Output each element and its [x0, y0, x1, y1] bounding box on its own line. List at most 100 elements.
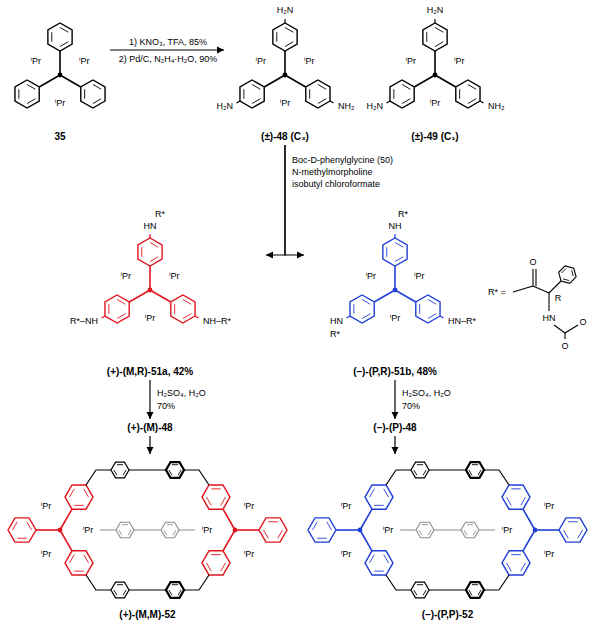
benzene-ring — [166, 582, 184, 598]
aromatic-bond — [243, 89, 244, 99]
aromatic-bond — [169, 590, 172, 595]
butadiyne-chain — [386, 470, 509, 485]
aromatic-bond — [172, 584, 178, 585]
aromatic-bond — [393, 89, 394, 99]
bridge-bond — [414, 75, 435, 87]
aromatic-bond — [27, 522, 32, 530]
aromatic-bond — [285, 27, 293, 32]
benzene-ring — [161, 522, 179, 538]
aromatic-bond — [469, 470, 472, 475]
aromatic-bond — [123, 590, 126, 595]
bridgehead — [358, 528, 363, 533]
aromatic-bond — [402, 84, 410, 89]
aromatic-bond — [395, 257, 403, 262]
aromatic-bond — [395, 242, 403, 247]
aromatic-bond — [472, 464, 478, 465]
bridge-bond — [435, 75, 456, 87]
bridgehead — [393, 288, 398, 293]
aromatic-bond — [459, 89, 460, 99]
bridge-bond — [150, 290, 171, 302]
benzene-ring — [81, 80, 105, 108]
aromatic-bond — [60, 42, 68, 47]
aromatic-bond — [572, 270, 574, 276]
bridge-bond — [535, 529, 559, 531]
compound-label-box: (–)-(P)-48 — [345, 420, 445, 436]
aromatic-bond — [252, 84, 260, 89]
bridge-bond — [285, 75, 306, 87]
aromatic-bond — [164, 530, 167, 535]
benzene-ring — [240, 80, 264, 108]
aromatic-bond — [117, 584, 123, 585]
aromatic-bond — [221, 497, 226, 505]
aromatic-bond — [178, 590, 181, 595]
atom-label: ⁱPr — [55, 98, 66, 108]
aromatic-bond — [69, 555, 74, 563]
bridge-bond — [434, 51, 436, 75]
benzene-ring — [365, 551, 393, 575]
atom-label: ⁱPr — [79, 56, 90, 66]
aromatic-bond — [74, 571, 84, 572]
bridge-bond — [36, 529, 60, 531]
atom-label: R* = — [488, 287, 506, 297]
reagent-text: 2) Pd/C, N₂H₄·H₂O, 90% — [119, 54, 218, 64]
aromatic-bond — [563, 279, 569, 281]
atom-label: HN — [144, 221, 157, 231]
atom-label: O — [561, 341, 568, 351]
aromatic-bond — [278, 530, 283, 538]
benzene-ring — [502, 485, 530, 509]
atom-label: ⁱPr — [145, 313, 156, 323]
substituent-bond — [195, 316, 198, 318]
reaction-arrow — [149, 380, 150, 419]
bridge-bond — [336, 529, 360, 531]
aromatic-bond — [252, 99, 260, 104]
atom-label: ⁱPr — [83, 525, 94, 535]
aromatic-bond — [369, 555, 374, 563]
reagent-text: 1) KNO₃, TFA, 85% — [129, 37, 207, 47]
compound-number: (+)-(M,R)-51a, 42% — [107, 366, 193, 377]
bridgehead — [58, 73, 63, 78]
reagent-text: H₂SO₄, H₂O — [157, 388, 206, 398]
reaction-arrow — [394, 380, 395, 419]
atom-label: R* — [155, 209, 165, 219]
aromatic-bond — [478, 590, 481, 595]
reagent-text: 70% — [402, 401, 420, 411]
aromatic-bond — [422, 524, 428, 525]
benzene-ring — [15, 80, 39, 108]
benzene-ring — [116, 522, 134, 538]
atom-label: ⁱPr — [202, 525, 213, 535]
bridge-bond — [223, 509, 235, 530]
benzene-ring — [416, 295, 440, 323]
aromatic-bond — [419, 530, 422, 535]
atom-label: H₂N — [217, 101, 234, 111]
benzene-ring — [461, 522, 479, 538]
aromatic-bond — [263, 530, 268, 538]
compound-label-box: (±)-48 (C₃) — [225, 5, 345, 145]
aromatic-bond — [578, 530, 583, 538]
atom-label: HN — [543, 313, 556, 323]
aromatic-bond — [84, 555, 89, 563]
atom-label: R* — [398, 209, 408, 219]
aromatic-bond — [561, 269, 565, 273]
bridge-bond — [264, 75, 285, 87]
aromatic-bond — [211, 554, 221, 555]
aromatic-bond — [128, 530, 131, 535]
aromatic-bond — [369, 489, 374, 497]
atom-label: R*–NH — [70, 316, 98, 326]
butadiyne-chain — [86, 470, 209, 485]
reagent-text: Boc-D-phenylglycine (50) — [292, 155, 393, 165]
atom-label: ⁱPr — [280, 98, 291, 108]
atom-label: ⁱPr — [304, 56, 315, 66]
bridgehead — [283, 73, 288, 78]
aromatic-bond — [384, 489, 389, 497]
aromatic-bond — [18, 89, 19, 99]
atom-label: ⁱPr — [120, 271, 131, 281]
benzene-ring — [111, 462, 129, 478]
bridge-bond — [523, 509, 535, 530]
atom-label: H₂N — [427, 5, 444, 15]
atom-label: ⁱPr — [502, 525, 513, 535]
benzene-ring — [390, 80, 414, 108]
benzene-ring — [416, 522, 434, 538]
atom-label: ⁱPr — [341, 549, 352, 559]
bond-line — [533, 286, 549, 293]
